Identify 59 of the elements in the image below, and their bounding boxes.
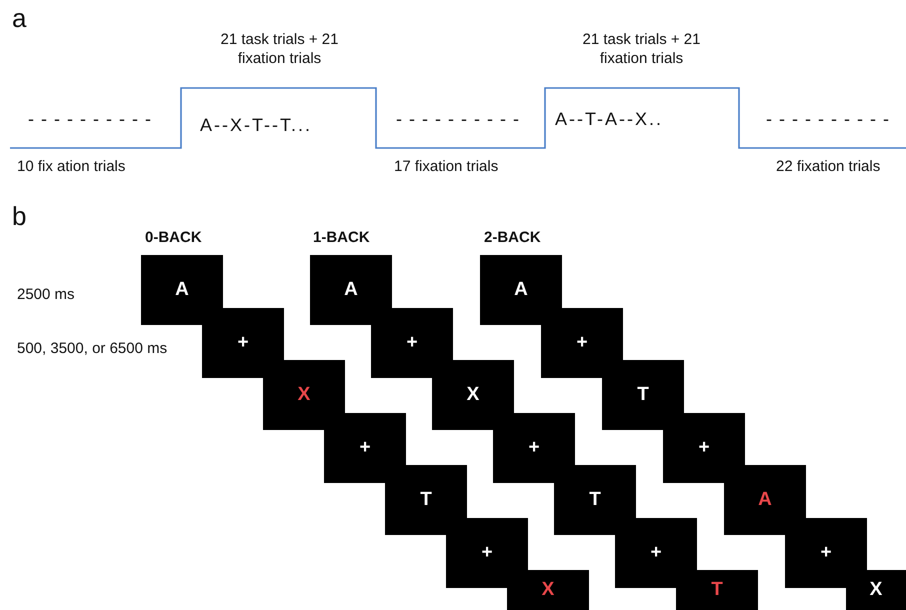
fixation-dashes: - - - - - - - - - - <box>766 110 890 129</box>
condition-heading: 0-BACK <box>145 228 202 247</box>
fixation-dashes: - - - - - - - - - - <box>28 110 152 129</box>
stimulus-screen <box>141 255 223 325</box>
stimulus-symbol: X <box>542 579 554 601</box>
stimulus-symbol: + <box>237 332 249 354</box>
period-label: 17 fixation trials <box>394 157 498 176</box>
stimulus-screen <box>541 308 623 378</box>
stimulus-screen <box>432 360 514 430</box>
trial-sequence: A--T-A--X.. <box>555 110 663 129</box>
stimulus-symbol: A <box>758 489 772 511</box>
stimulus-screen <box>507 570 589 610</box>
stimulus-symbol: + <box>820 542 832 564</box>
stimulus-screen <box>324 412 406 482</box>
stimulus-symbol: X <box>466 384 480 406</box>
stimulus-symbol: + <box>481 542 493 564</box>
stimulus-symbol: A <box>344 279 358 301</box>
block-label: 21 task trials + 21 fixation trials <box>220 30 340 68</box>
block-label: 21 task trials + 21 fixation trials <box>582 30 702 68</box>
stimulus-screen <box>202 308 284 378</box>
stimulus-symbol: + <box>528 436 540 458</box>
stimulus-screen <box>480 255 562 325</box>
stimulus-symbol: T <box>589 489 601 511</box>
stimulus-screen <box>446 518 528 588</box>
stimulus-symbol: + <box>698 436 710 458</box>
stimulus-screen <box>310 255 392 325</box>
stimulus-symbol: T <box>420 489 432 511</box>
panel-letter: a <box>12 4 26 32</box>
stimulus-screen <box>493 412 575 482</box>
duration-label: 2500 ms <box>17 285 75 304</box>
trial-sequence: A--X-T--T... <box>200 116 312 135</box>
stimulus-screen <box>263 360 345 430</box>
period-label: 22 fixation trials <box>776 157 880 176</box>
stimulus-symbol: + <box>650 542 662 564</box>
stimulus-screen <box>385 465 467 535</box>
stimulus-symbol: A <box>514 279 528 301</box>
stimulus-screen <box>371 308 453 378</box>
panel-letter: b <box>12 202 26 230</box>
condition-heading: 1-BACK <box>313 228 370 247</box>
stimulus-screen <box>663 412 745 482</box>
stimulus-symbol: A <box>175 279 189 301</box>
stimulus-symbol: + <box>576 332 588 354</box>
condition-heading: 2-BACK <box>484 228 541 247</box>
stimulus-screen <box>554 465 636 535</box>
stimulus-screen <box>676 570 758 610</box>
stimulus-screen <box>602 360 684 430</box>
stimulus-screen <box>846 570 906 610</box>
duration-label: 500, 3500, or 6500 ms <box>17 339 168 358</box>
stimulus-screen <box>615 518 697 588</box>
fixation-dashes: - - - - - - - - - - <box>396 110 520 129</box>
stimulus-symbol: X <box>870 579 882 601</box>
stimulus-symbol: + <box>406 332 418 354</box>
period-label: 10 fix ation trials <box>17 157 126 176</box>
stimulus-screen <box>785 518 867 588</box>
stimulus-symbol: + <box>359 436 371 458</box>
stimulus-symbol: T <box>637 384 649 406</box>
stimulus-symbol: X <box>298 384 310 406</box>
stimulus-screen <box>724 465 806 535</box>
stimulus-symbol: T <box>711 579 723 601</box>
